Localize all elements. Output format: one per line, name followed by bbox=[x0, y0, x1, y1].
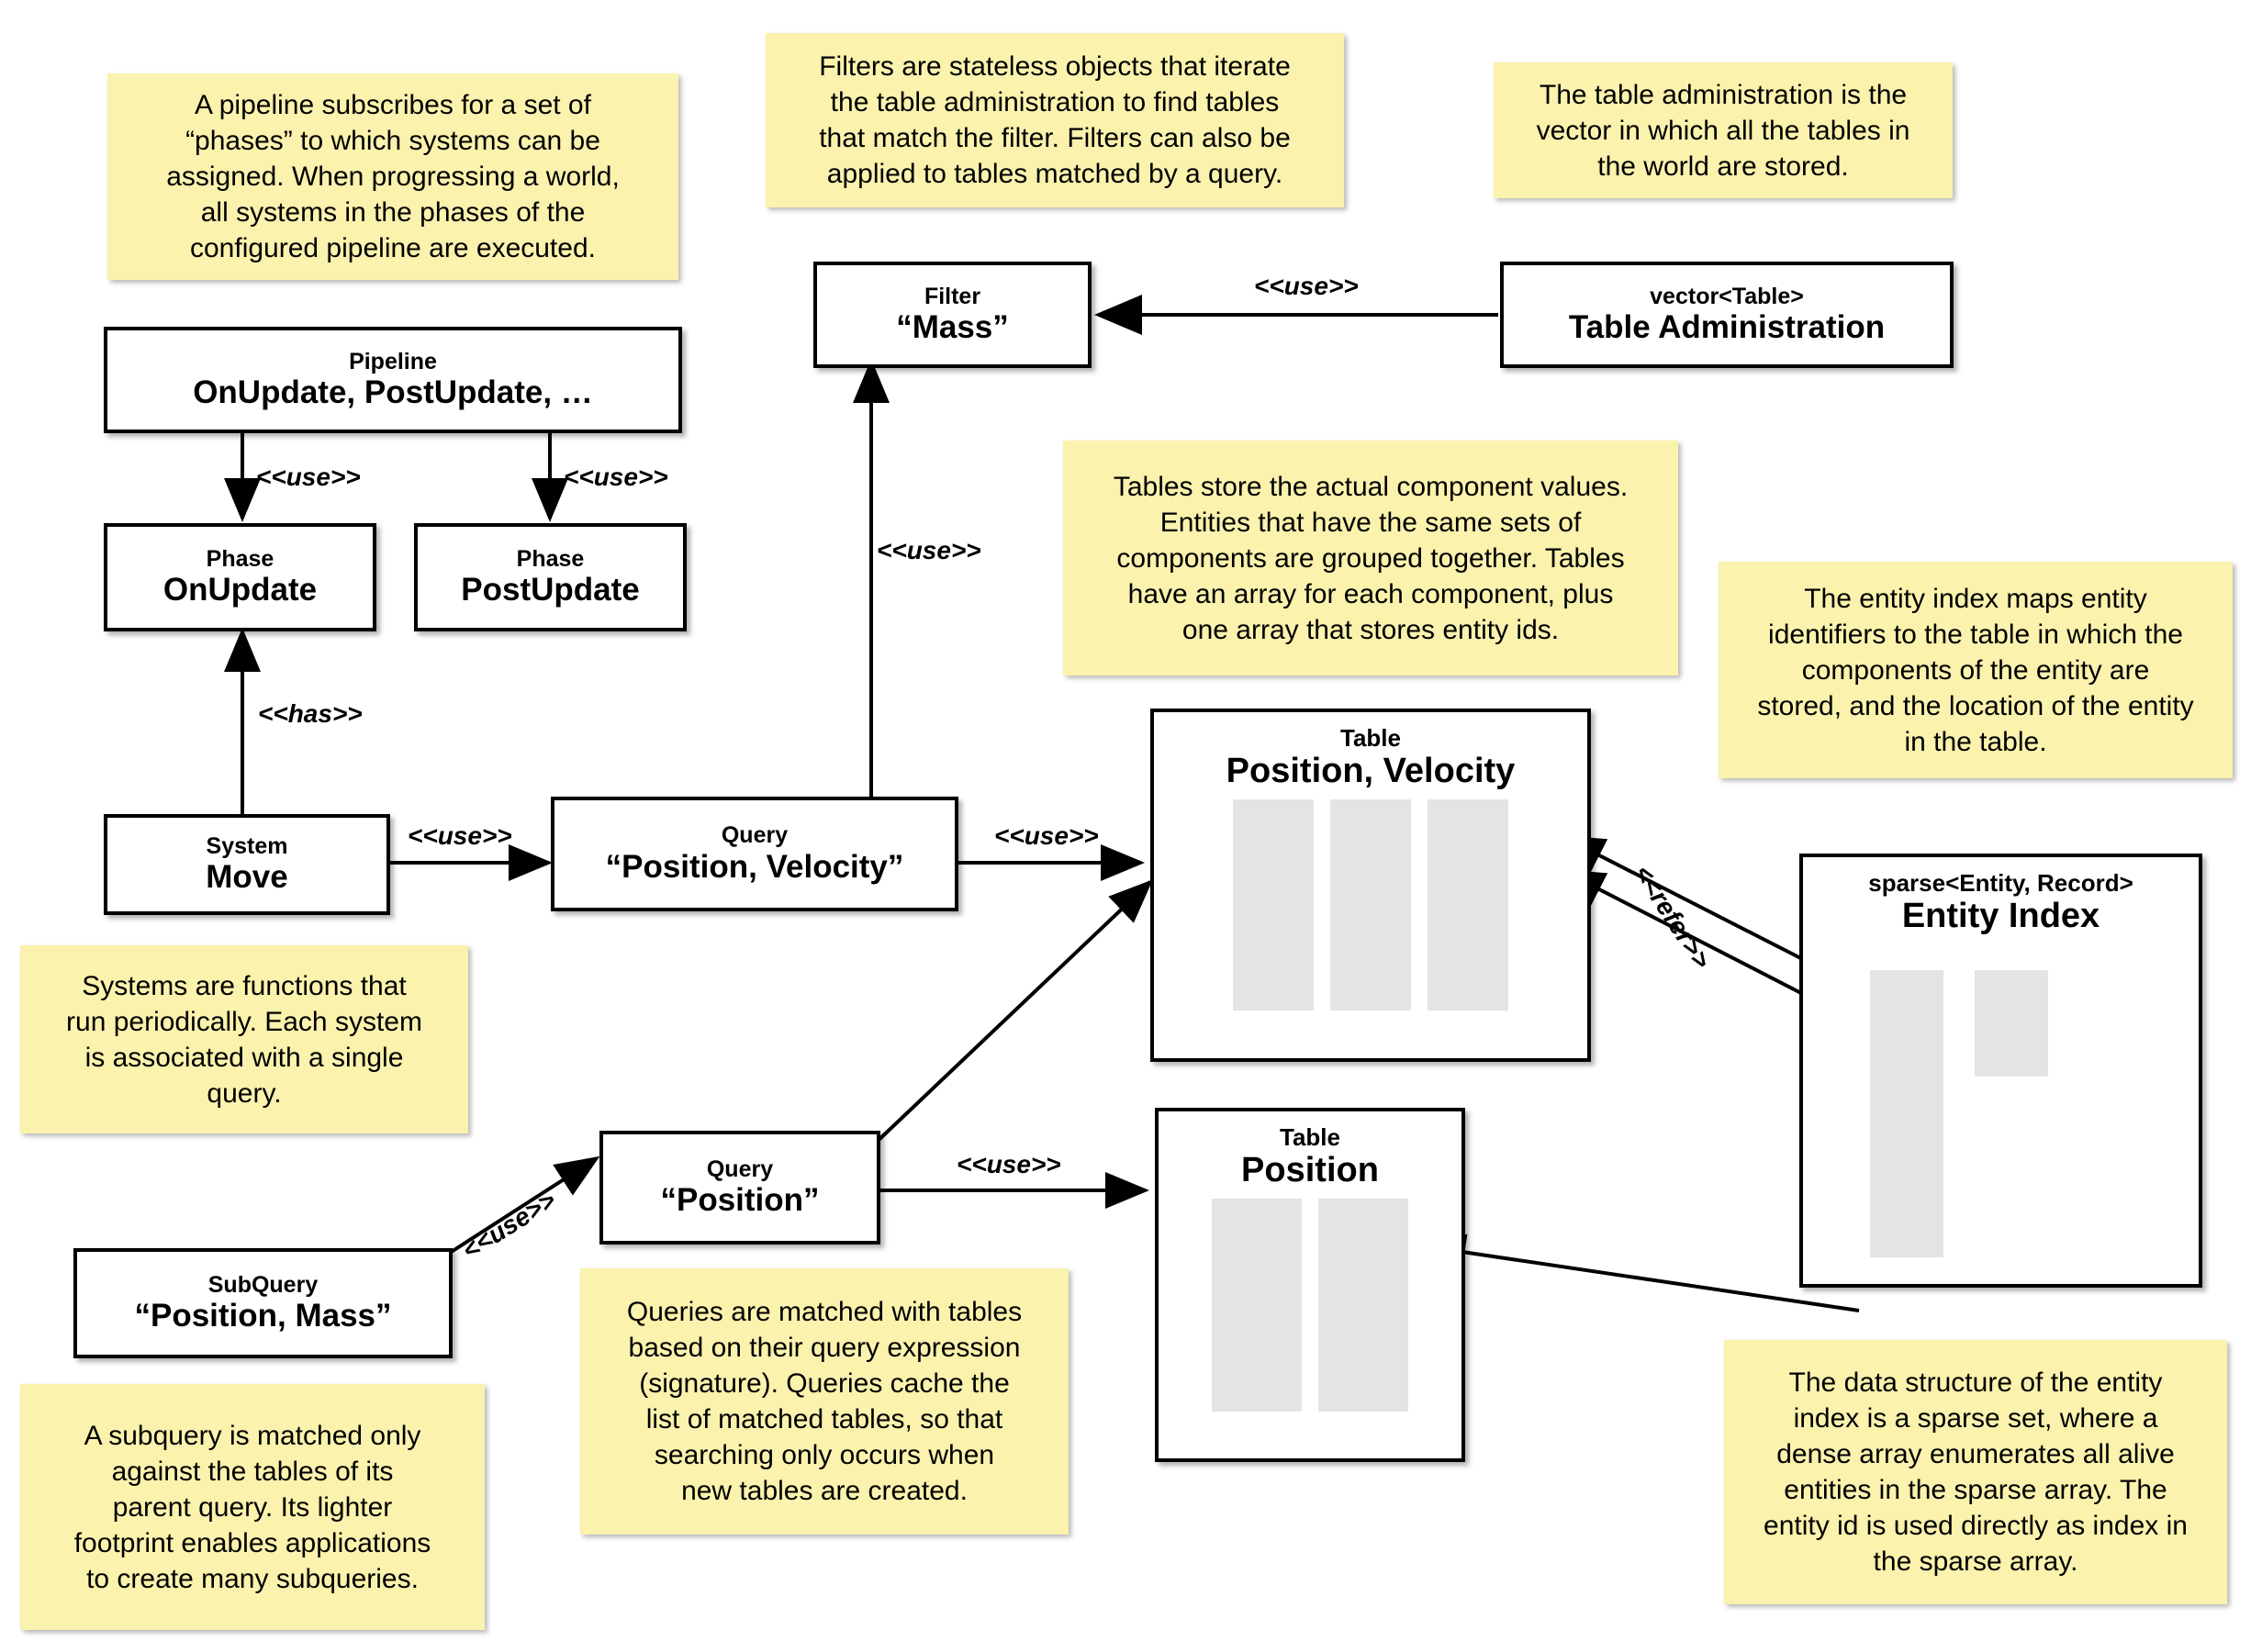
entity-index-sparse-array bbox=[1870, 970, 1943, 1257]
box-query-position[interactable]: Query “Position” bbox=[599, 1131, 880, 1245]
table-position-velocity-columns bbox=[1154, 799, 1587, 1011]
box-query-position-stereotype: Query bbox=[706, 1155, 774, 1182]
box-query-position-velocity-stereotype: Query bbox=[721, 822, 789, 849]
box-filter-mass[interactable]: Filter “Mass” bbox=[813, 262, 1092, 368]
edge-label-query-uses-table: <<use>> bbox=[994, 821, 1099, 850]
note-queries: Queries are matched with tables based on… bbox=[580, 1268, 1069, 1535]
box-filter-mass-title: “Mass” bbox=[896, 309, 1009, 346]
box-entity-index-stereotype: sparse<Entity, Record> bbox=[1868, 869, 2133, 897]
table-column bbox=[1212, 1199, 1302, 1412]
box-system-move-title: Move bbox=[206, 859, 288, 896]
box-table-position-velocity-title: Position, Velocity bbox=[1226, 751, 1516, 790]
arrow-queryposition-to-table-pv bbox=[873, 879, 1153, 1145]
box-phase-postupdate-stereotype: Phase bbox=[516, 545, 585, 572]
box-query-position-title: “Position” bbox=[660, 1182, 820, 1219]
note-tables: Tables store the actual component values… bbox=[1063, 441, 1678, 675]
edge-label-query-uses-filter: <<use>> bbox=[877, 536, 981, 564]
note-sparse-set: The data structure of the entity index i… bbox=[1724, 1340, 2227, 1604]
table-column bbox=[1233, 799, 1314, 1011]
box-table-position-stereotype: Table bbox=[1280, 1123, 1340, 1151]
box-table-position-velocity-stereotype: Table bbox=[1340, 724, 1401, 752]
note-pipeline: A pipeline subscribes for a set of “phas… bbox=[107, 73, 678, 280]
box-system-move[interactable]: System Move bbox=[104, 814, 390, 915]
box-phase-onupdate-title: OnUpdate bbox=[162, 572, 318, 608]
box-filter-mass-stereotype: Filter bbox=[924, 283, 981, 309]
box-subquery-position-mass-title: “Position, Mass” bbox=[134, 1298, 392, 1334]
edge-label-subquery-uses-query: <<use>> bbox=[457, 1185, 561, 1266]
box-pipeline-title: OnUpdate, PostUpdate, … bbox=[193, 374, 593, 411]
table-column bbox=[1318, 1199, 1408, 1412]
box-subquery-position-mass-stereotype: SubQuery bbox=[207, 1271, 319, 1298]
edge-label-pipeline-postupdate: <<use>> bbox=[564, 463, 668, 491]
edge-label-pipeline-onupdate: <<use>> bbox=[256, 463, 361, 491]
note-systems: Systems are functions that run periodica… bbox=[20, 945, 468, 1133]
box-subquery-position-mass[interactable]: SubQuery “Position, Mass” bbox=[73, 1248, 453, 1358]
edge-label-entityindex-refers-table: <<refer>> bbox=[1629, 860, 1717, 974]
note-table-administration: The table administration is the vector i… bbox=[1494, 62, 1953, 198]
edge-label-system-uses-query: <<use>> bbox=[408, 821, 512, 850]
entity-index-dense-array bbox=[1975, 970, 2048, 1077]
box-table-administration-title: Table Administration bbox=[1568, 309, 1886, 346]
box-phase-postupdate-title: PostUpdate bbox=[461, 572, 640, 608]
box-table-administration-stereotype: vector<Table> bbox=[1650, 283, 1804, 309]
note-filter: Filters are stateless objects that itera… bbox=[766, 33, 1344, 207]
note-subquery: A subquery is matched only against the t… bbox=[20, 1384, 485, 1630]
edge-label-system-has-phase: <<has>> bbox=[258, 699, 363, 728]
table-position-columns bbox=[1159, 1199, 1461, 1412]
box-table-administration[interactable]: vector<Table> Table Administration bbox=[1500, 262, 1954, 368]
edge-label-tableadmin-uses-filter: <<use>> bbox=[1254, 272, 1359, 300]
arrow-entityindex-to-table-position bbox=[1421, 1233, 1860, 1312]
box-query-position-velocity[interactable]: Query “Position, Velocity” bbox=[551, 797, 958, 911]
note-entity-index: The entity index maps entity identifiers… bbox=[1719, 562, 2233, 778]
box-pipeline[interactable]: Pipeline OnUpdate, PostUpdate, … bbox=[104, 327, 682, 433]
box-system-move-stereotype: System bbox=[206, 832, 288, 859]
box-phase-postupdate[interactable]: Phase PostUpdate bbox=[414, 523, 687, 631]
box-phase-onupdate-stereotype: Phase bbox=[206, 545, 274, 572]
box-table-position[interactable]: Table Position bbox=[1155, 1108, 1465, 1462]
box-table-position-velocity[interactable]: Table Position, Velocity bbox=[1150, 709, 1591, 1062]
box-entity-index[interactable]: sparse<Entity, Record> Entity Index bbox=[1799, 854, 2202, 1288]
table-column bbox=[1428, 799, 1508, 1011]
box-phase-onupdate[interactable]: Phase OnUpdate bbox=[104, 523, 376, 631]
edge-label-queryposition-uses-table: <<use>> bbox=[957, 1150, 1061, 1178]
box-table-position-title: Position bbox=[1241, 1150, 1379, 1189]
box-query-position-velocity-title: “Position, Velocity” bbox=[605, 848, 904, 885]
table-column bbox=[1330, 799, 1411, 1011]
box-entity-index-title: Entity Index bbox=[1901, 896, 2100, 935]
box-pipeline-stereotype: Pipeline bbox=[349, 348, 437, 374]
